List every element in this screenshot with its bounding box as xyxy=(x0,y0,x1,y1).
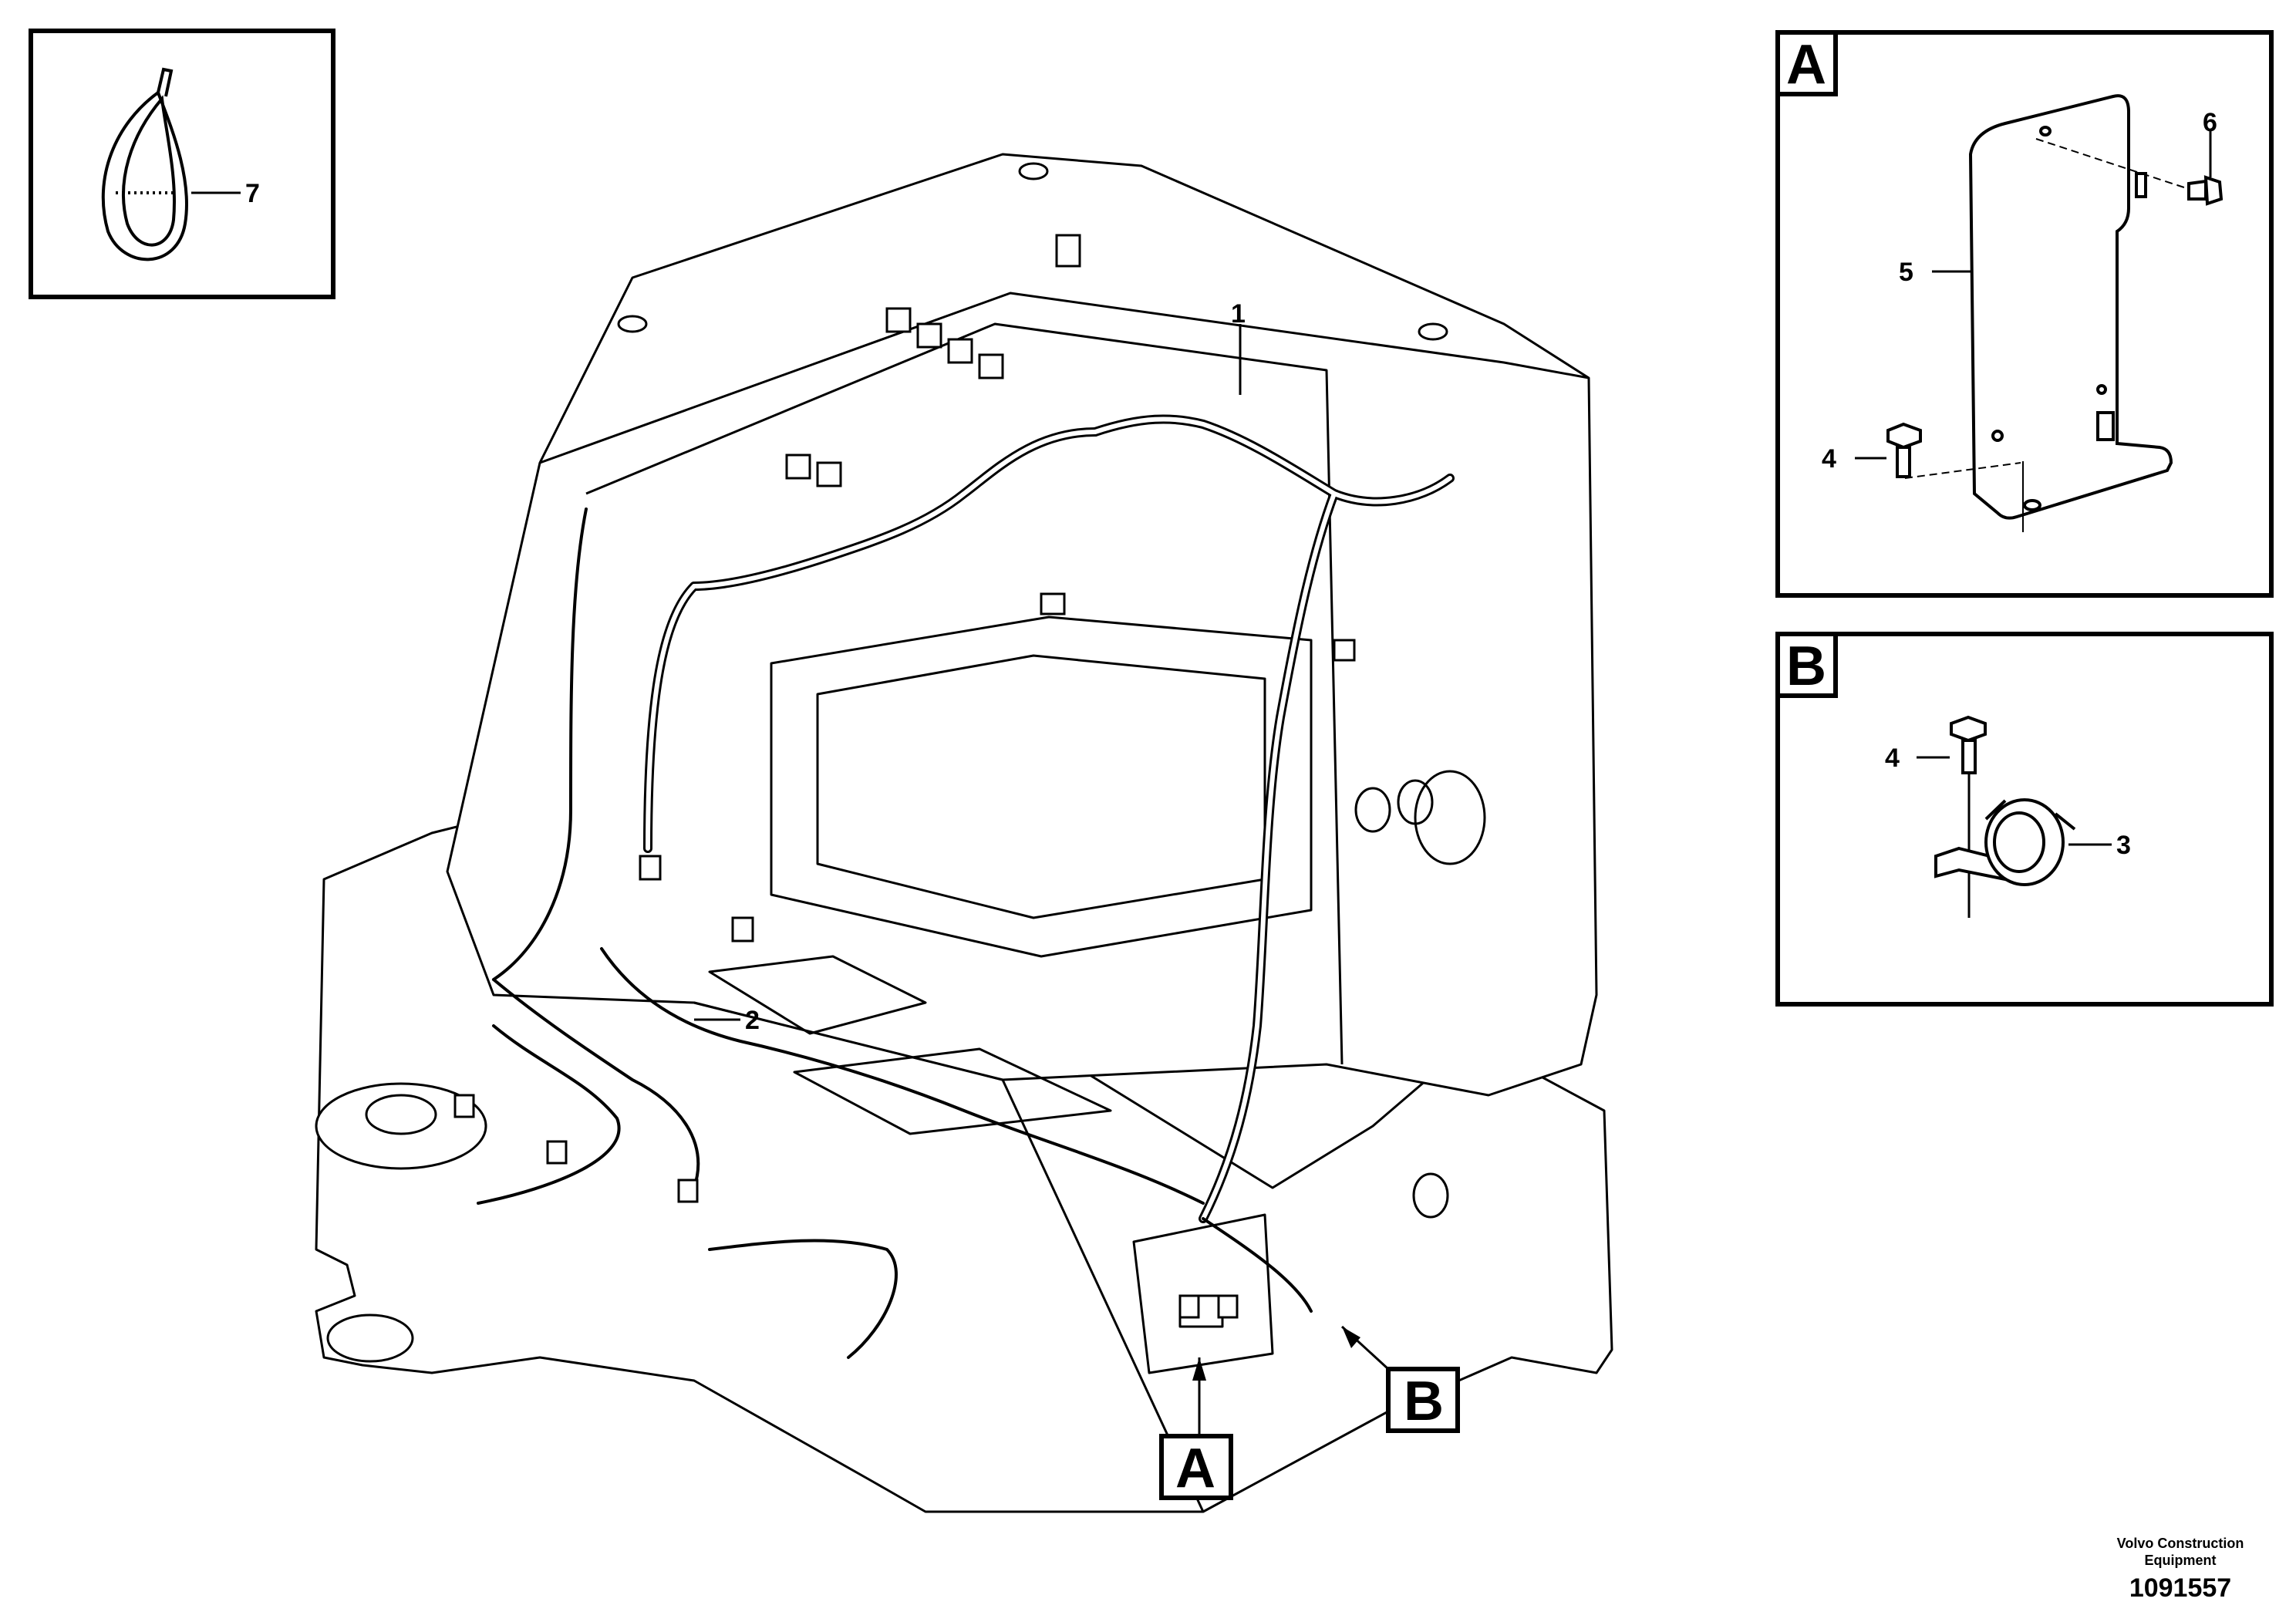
wiring-harness-2 xyxy=(477,508,1313,1359)
screw-icon xyxy=(2187,175,2224,206)
detail-view-a: A 6 5 4 xyxy=(1775,30,2274,598)
bolt-b-icon xyxy=(1950,715,1987,774)
pointer-tag-a: A xyxy=(1175,1438,1215,1499)
inset-cable-tie: 7 xyxy=(29,29,335,299)
callout-4-a: 4 xyxy=(1822,444,1836,474)
document-number: 1091557 xyxy=(2129,1573,2232,1603)
callout-2: 2 xyxy=(745,1006,760,1035)
cable-tie-icon xyxy=(101,67,188,261)
callout-1: 1 xyxy=(1231,299,1246,329)
callout-6: 6 xyxy=(2203,108,2217,137)
detail-view-b: B 4 3 xyxy=(1775,632,2274,1007)
callout-4-b: 4 xyxy=(1885,744,1900,773)
company-name: Volvo Construction Equipment xyxy=(2103,1535,2257,1569)
company-line-2: Equipment xyxy=(2144,1553,2217,1568)
pointer-tag-b: B xyxy=(1404,1371,1444,1432)
grommet-clip-icon xyxy=(1934,798,2076,886)
view-b-tag: B xyxy=(1786,636,1826,697)
relay-plate xyxy=(1132,1213,1274,1374)
callout-5: 5 xyxy=(1899,258,1913,287)
view-a-tag: A xyxy=(1786,34,1826,96)
bolt-a-icon xyxy=(1886,422,1922,478)
cab-frame-drawing xyxy=(315,153,1613,1513)
wiring-harness-1-inner xyxy=(646,416,1452,1221)
callout-7: 7 xyxy=(245,179,260,208)
bracket-icon xyxy=(1968,94,2173,520)
connector-blocks xyxy=(453,234,1356,1319)
callout-3: 3 xyxy=(2116,831,2131,860)
company-line-1: Volvo Construction xyxy=(2116,1536,2244,1551)
